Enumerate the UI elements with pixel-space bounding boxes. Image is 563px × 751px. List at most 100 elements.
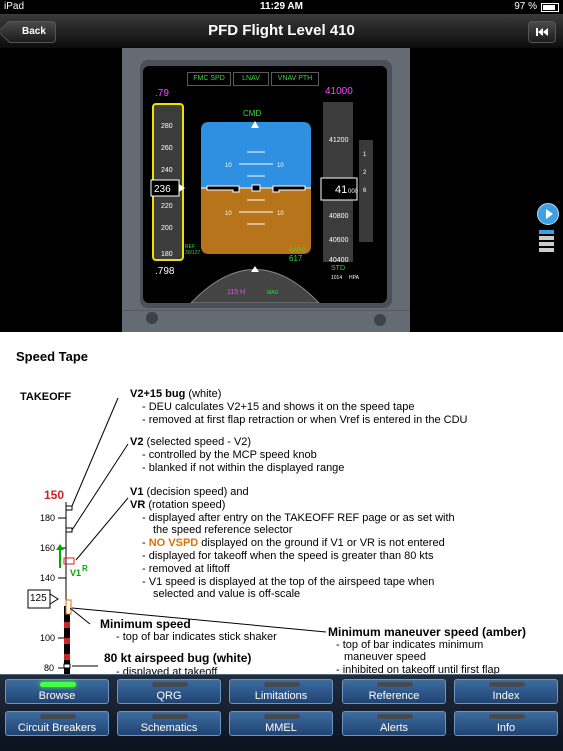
battery-percent: 97 %	[514, 1, 537, 12]
tab-label: Alerts	[379, 722, 409, 734]
v2-suffix: (selected speed - V2)	[143, 436, 252, 448]
v1-item-cont: the speed reference selector	[153, 524, 293, 536]
tape-current-speed: 125	[30, 593, 47, 604]
tab-limitations[interactable]: Limitations	[229, 679, 333, 704]
speed-tick-label: 240	[161, 167, 173, 174]
tab-indicator-led	[40, 682, 76, 687]
bug80-title: 80 kt airspeed bug (white)	[104, 651, 252, 665]
tab-qrg[interactable]: QRG	[117, 679, 221, 704]
pfd-graphic: 10 10 10 10 CMD .79 280 260 240 220 200 …	[150, 86, 373, 303]
mode-vnav-pth: VNAV PTH	[271, 72, 319, 86]
min-maneuver-item-text: inhibited on takeoff until first flap	[342, 664, 500, 674]
speed-tick-label: 280	[161, 123, 173, 130]
v1-item: - NO VSPD displayed on the ground if V1 …	[142, 537, 445, 549]
tab-indicator-led	[489, 714, 525, 719]
bug-80kt	[63, 663, 71, 669]
page-list-icon[interactable]	[539, 230, 554, 252]
back-button-label: Back	[22, 26, 46, 37]
tab-label: Limitations	[254, 690, 308, 702]
tab-schematics[interactable]: Schematics	[117, 711, 221, 736]
next-page-button[interactable]	[537, 203, 559, 225]
altitude-tick-label: 40800	[329, 213, 349, 220]
v2-15-item: - removed at first flap retraction or wh…	[142, 414, 468, 426]
mach-target: .79	[155, 88, 169, 99]
altitude-tick-label: 40400	[329, 257, 349, 264]
pitch-label: 10	[277, 163, 284, 169]
vsi-mark: 1	[363, 152, 367, 158]
ground-area	[201, 188, 311, 254]
tab-browse[interactable]: Browse	[5, 679, 109, 704]
aircraft-symbol-left	[206, 185, 240, 193]
vr-suffix: (rotation speed)	[145, 499, 226, 511]
mach-current: .798	[155, 266, 175, 277]
vr-label: R	[82, 564, 88, 573]
baro-value: 617	[289, 254, 303, 263]
v1-item-text: V1 speed is displayed at the top of the …	[148, 576, 435, 588]
altitude-tick-label: 40600	[329, 237, 349, 244]
tab-label: Schematics	[140, 722, 198, 734]
v2-heading: V2 (selected speed - V2)	[130, 436, 251, 449]
v2-15-title: V2+15 bug	[130, 388, 186, 400]
tab-indicator-led	[152, 682, 188, 687]
tab-indicator-led	[377, 714, 413, 719]
attitude-indicator: 10 10 10 10	[201, 121, 311, 254]
min-maneuver-title: Minimum maneuver speed (amber)	[328, 625, 527, 639]
tab-index[interactable]: Index	[454, 679, 558, 704]
battery-icon	[541, 3, 559, 12]
v1-item: - displayed for takeoff when the speed i…	[142, 550, 434, 562]
tab-mmel[interactable]: MMEL	[229, 711, 333, 736]
tab-label: QRG	[156, 690, 182, 702]
rewind-button[interactable]	[528, 21, 556, 43]
takeoff-label: TAKEOFF	[20, 391, 72, 403]
tab-indicator-led	[152, 714, 188, 719]
cmd-annunciation: CMD	[243, 109, 261, 118]
v1-marker-value: 150	[44, 488, 65, 502]
tab-circuit-breakers[interactable]: Circuit Breakers	[5, 711, 109, 736]
tab-label: Browse	[38, 690, 76, 702]
status-time: 11:29 AM	[260, 1, 303, 12]
no-vspd-text: displayed on the ground if V1 or VR is n…	[198, 537, 445, 549]
v1-item-text: displayed for takeoff when the speed is …	[148, 550, 434, 562]
content-panel: Speed Tape TAKEOFF 150 180 160 140 100 8…	[0, 332, 563, 674]
tab-indicator-led	[489, 682, 525, 687]
baro-label: BARO	[289, 248, 306, 254]
current-altitude-box	[320, 177, 358, 201]
current-speed: 236	[154, 184, 171, 195]
ref-label: REF	[185, 244, 195, 250]
v1-title: V1	[130, 486, 144, 498]
tab-reference[interactable]: Reference	[342, 679, 446, 704]
pfd-image-area: FMC SPD LNAV VNAV PTH 10 10 10 10	[0, 48, 563, 332]
altitude-tape: 41000 41200 40800 40600 40400 41 000 1 2…	[289, 86, 373, 281]
back-button[interactable]: Back	[7, 21, 56, 43]
tab-indicator-led	[377, 682, 413, 687]
tab-label: Index	[492, 690, 520, 702]
tab-info[interactable]: Info	[454, 711, 558, 736]
vr-title: VR	[130, 499, 146, 511]
min-speed-item: - top of bar indicates stick shaker	[116, 631, 277, 643]
tab-alerts[interactable]: Alerts	[342, 711, 446, 736]
roll-pointer	[251, 121, 259, 128]
v1-item-text: displayed after entry on the TAKEOFF REF…	[148, 512, 455, 524]
speed-tape-diagram	[27, 397, 327, 674]
v2-item: - blanked if not within the displayed ra…	[142, 462, 345, 474]
tab-label: MMEL	[265, 722, 297, 734]
mag-label: MAG	[267, 290, 279, 296]
pfd-screen: FMC SPD LNAV VNAV PTH 10 10 10 10	[143, 66, 387, 303]
min-maneuver-item: - top of bar indicates minimum	[336, 639, 484, 651]
bug80-item-text: displayed at takeoff	[122, 666, 218, 674]
navigation-bar: Back PFD Flight Level 410	[0, 14, 563, 49]
rewind-icon	[536, 28, 548, 36]
speed-tick-label: 260	[161, 145, 173, 152]
tab-bar: Browse QRG Limitations Reference Index C…	[0, 674, 563, 751]
tape-tick-label: 160	[40, 543, 56, 553]
aircraft-symbol-right	[272, 185, 306, 193]
hpa-label: HPA	[349, 275, 360, 281]
carrier-label: iPad	[4, 1, 25, 12]
v2-15-item-text: removed at first flap retraction or when…	[148, 414, 468, 426]
tab-label: Reference	[368, 690, 420, 702]
v1-heading: V1 (decision speed) and	[130, 486, 249, 499]
current-altitude-thousands: 41	[335, 184, 347, 196]
v1-suffix: (decision speed) and	[143, 486, 249, 498]
mode-fmc-spd: FMC SPD	[187, 72, 231, 86]
altitude-tick-label: 41200	[329, 137, 349, 144]
